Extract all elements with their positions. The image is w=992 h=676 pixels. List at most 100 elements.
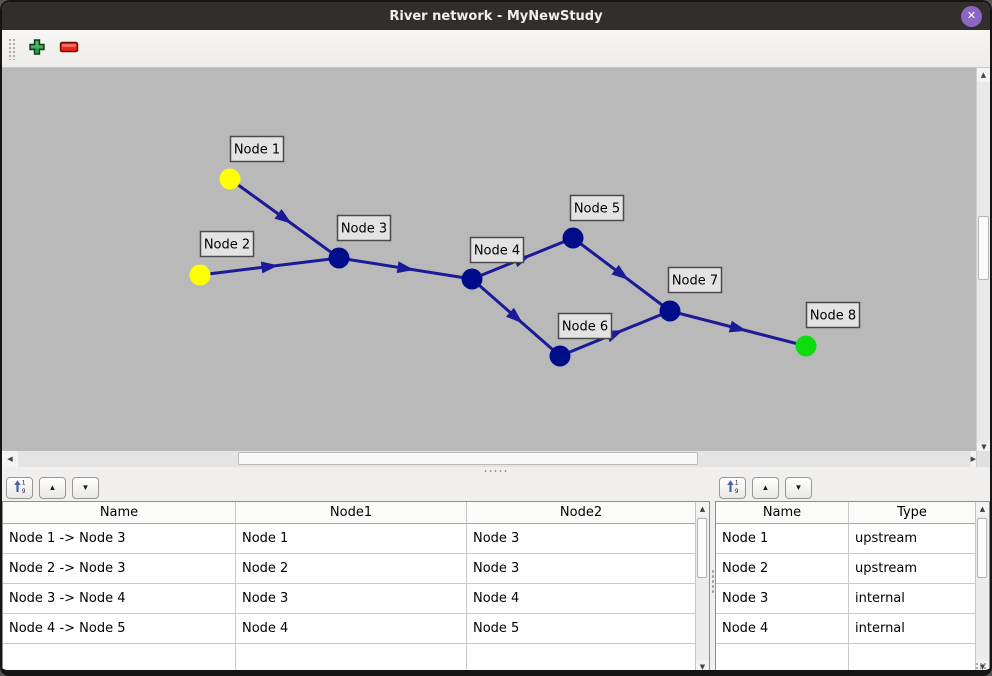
column-header[interactable]: Node2 xyxy=(467,502,695,524)
table-cell[interactable]: Node 2 xyxy=(716,554,849,584)
node-label-box[interactable] xyxy=(336,214,392,242)
scroll-right-icon[interactable]: ▶ xyxy=(970,451,977,467)
titlebar[interactable]: River network - MyNewStudy ✕ xyxy=(2,2,990,30)
node-label[interactable]: Node 5 xyxy=(569,194,625,222)
table-cell[interactable]: Node 1 xyxy=(236,524,467,554)
network-node-internal[interactable] xyxy=(562,227,584,249)
table-cell[interactable]: upstream xyxy=(849,524,975,554)
up-arrow-icon: ▲ xyxy=(48,483,57,492)
vertical-scroll-thumb[interactable] xyxy=(978,216,989,280)
remove-node-button[interactable] xyxy=(56,36,82,62)
node-table-scrollbar[interactable]: ▲ ▼ xyxy=(975,502,989,670)
node-label-text: Node 6 xyxy=(562,320,608,335)
network-node-internal[interactable] xyxy=(461,268,483,290)
node-sort-button[interactable]: 1 9 xyxy=(719,476,746,499)
node-label[interactable]: Node 2 xyxy=(199,230,255,258)
network-node-upstream[interactable] xyxy=(189,264,211,286)
canvas-vertical-scrollbar[interactable]: ▲ ▼ xyxy=(976,68,990,451)
network-node-upstream[interactable] xyxy=(219,168,241,190)
table-cell xyxy=(236,644,467,670)
scroll-up-icon[interactable]: ▲ xyxy=(977,68,990,82)
network-node-internal[interactable] xyxy=(549,345,571,367)
node-label-box[interactable] xyxy=(557,312,613,340)
node-label-box[interactable] xyxy=(229,135,285,163)
node-label-box[interactable] xyxy=(199,230,255,258)
sort-ascending-icon: 1 9 xyxy=(726,479,740,496)
branch-move-down-button[interactable]: ▼ xyxy=(72,476,99,499)
node-move-down-button[interactable]: ▼ xyxy=(785,476,812,499)
node-label-box[interactable] xyxy=(569,194,625,222)
scroll-down-icon[interactable]: ▼ xyxy=(696,660,709,670)
node-label[interactable]: Node 3 xyxy=(336,214,392,242)
table-cell[interactable]: Node 1 xyxy=(716,524,849,554)
network-node-internal[interactable] xyxy=(328,247,350,269)
horizontal-splitter[interactable] xyxy=(2,467,990,474)
node-label[interactable]: Node 7 xyxy=(667,266,723,294)
add-node-button[interactable] xyxy=(24,36,50,62)
node-scroll-thumb[interactable] xyxy=(977,518,987,578)
table-cell[interactable]: Node 3 xyxy=(236,584,467,614)
column-header[interactable]: Name xyxy=(716,502,849,524)
branch-scroll-thumb[interactable] xyxy=(697,518,707,578)
table-cell[interactable]: Node 4 xyxy=(236,614,467,644)
table-cell[interactable]: Node 4 -> Node 5 xyxy=(3,614,236,644)
table-cell[interactable]: internal xyxy=(849,584,975,614)
table-cell[interactable]: Node 3 xyxy=(467,524,695,554)
table-cell[interactable]: Node 5 xyxy=(467,614,695,644)
table-cell[interactable]: Node 3 -> Node 4 xyxy=(3,584,236,614)
table-cell[interactable]: Node 1 -> Node 3 xyxy=(3,524,236,554)
vertical-splitter[interactable] xyxy=(710,474,715,670)
node-label[interactable]: Node 1 xyxy=(229,135,285,163)
node-label-box[interactable] xyxy=(805,301,861,329)
svg-text:9: 9 xyxy=(22,489,26,494)
toolbar-grip-handle[interactable] xyxy=(8,37,16,60)
scroll-left-icon[interactable]: ◀ xyxy=(2,451,18,467)
plus-icon xyxy=(28,38,46,59)
resize-grip-icon[interactable] xyxy=(975,662,987,670)
node-label[interactable]: Node 4 xyxy=(469,236,525,264)
network-node-downstream[interactable] xyxy=(795,335,817,357)
branch-sort-button[interactable]: 1 9 xyxy=(6,476,33,499)
column-header[interactable]: Name xyxy=(3,502,236,524)
table-cell[interactable]: Node 2 xyxy=(236,554,467,584)
table-cell[interactable]: Node 2 -> Node 3 xyxy=(3,554,236,584)
table-cell[interactable]: Node 3 xyxy=(716,584,849,614)
node-label-box[interactable] xyxy=(667,266,723,294)
table-cell[interactable]: Node 4 xyxy=(467,584,695,614)
column-header[interactable]: Type xyxy=(849,502,975,524)
network-node-internal[interactable] xyxy=(659,300,681,322)
table-cell[interactable]: Node 3 xyxy=(467,554,695,584)
branch-table-scrollbar[interactable]: ▲ ▼ xyxy=(695,502,709,670)
node-label-text: Node 3 xyxy=(341,222,387,237)
node-label-box[interactable] xyxy=(469,236,525,264)
close-button[interactable]: ✕ xyxy=(961,5,982,27)
scroll-up-icon[interactable]: ▲ xyxy=(976,502,989,516)
node-label-text: Node 2 xyxy=(204,238,250,253)
scroll-up-icon[interactable]: ▲ xyxy=(696,502,709,516)
table-cell[interactable]: upstream xyxy=(849,554,975,584)
canvas-horizontal-scrollbar[interactable]: ◀ ▶ xyxy=(2,451,977,467)
edge-direction-arrow-icon xyxy=(728,320,747,333)
river-network-diagram[interactable]: Node 1 Node 2 Node 3 Node 4 Node 5 Node 6 Node… xyxy=(2,68,976,451)
status-bar xyxy=(975,662,987,670)
scroll-down-icon[interactable]: ▼ xyxy=(977,443,990,451)
node-label[interactable]: Node 8 xyxy=(805,301,861,329)
node-label[interactable]: Node 6 xyxy=(557,312,613,340)
column-header[interactable]: Node1 xyxy=(236,502,467,524)
table-cell[interactable]: Node 4 xyxy=(716,614,849,644)
branch-move-up-button[interactable]: ▲ xyxy=(39,476,66,499)
horizontal-scroll-thumb[interactable] xyxy=(238,452,698,465)
node-move-up-button[interactable]: ▲ xyxy=(752,476,779,499)
network-canvas[interactable]: Node 1 Node 2 Node 3 Node 4 Node 5 Node 6 Node… xyxy=(2,68,976,451)
table-cell[interactable]: internal xyxy=(849,614,975,644)
